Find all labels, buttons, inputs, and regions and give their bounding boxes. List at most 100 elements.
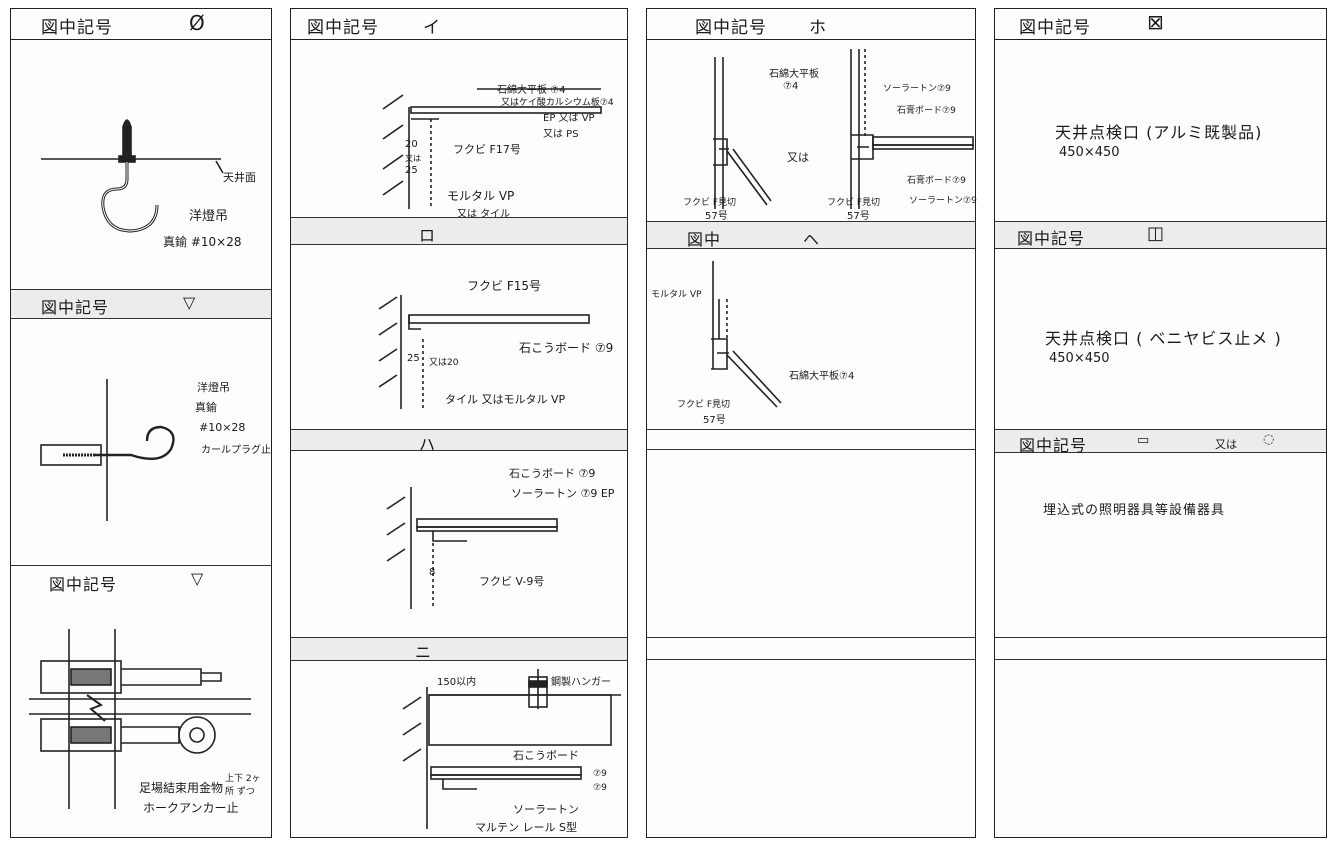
detail-ni-drawing [402, 669, 621, 829]
detail-ro-b: 石こうボード ⑦9 [519, 341, 614, 355]
detail-ho-f: ソーラートン⑦9 [883, 84, 951, 94]
col2-header-ro: ロ [291, 217, 627, 245]
detail-ho-j: 石膏ボード⑦9 [907, 176, 966, 186]
detail-ro-drawing [378, 295, 590, 409]
col1-header-2-symbol: ▽ [183, 293, 197, 312]
col4-header-2: 図中記号 ◫ [995, 221, 1326, 249]
col2-header-ro-title: ロ [419, 226, 437, 245]
detail-ho-d: フクビ F見切 [683, 198, 737, 208]
col3-sep-2 [647, 449, 975, 450]
col4-sep-1 [995, 637, 1326, 638]
anchor-drawing [29, 629, 251, 809]
col1-header-3-label: 図中記号 [49, 575, 118, 594]
detail-i-dim3: 25 [405, 165, 418, 176]
col2-header-1-label: 図中記号 [307, 18, 379, 38]
detail-ho-a: 石綿大平板 [769, 69, 819, 80]
detail-i-dim1: 20 [405, 139, 418, 150]
detail-ro-c: タイル 又はモルタル VP [445, 393, 566, 406]
detail-ho-b: ⑦4 [783, 81, 799, 92]
col3-header-2-label: 図中 [687, 230, 722, 249]
column-1: 図中記号 Ø 天井面 洋燈吊 真鍮 #10×28 図中記号 ▽ 洋燈吊 真鍮 #… [10, 8, 272, 838]
detail-i-f: モルタル VP [447, 189, 515, 203]
col2-header-ni-title: ニ [415, 643, 433, 662]
detail-ha-dim: 8 [429, 567, 436, 578]
hatch-aluminum-size: 450×450 [1059, 145, 1120, 160]
col3-header-2: 図中 ヘ [647, 221, 975, 249]
hook2-plug: カールプラグ止 [201, 445, 271, 456]
detail-he-c: フクビ F見切 [677, 400, 731, 410]
col3-header-1: 図中記号 ホ [647, 9, 975, 40]
col4-header-1-symbol: ⊠ [1147, 10, 1165, 34]
col3-header-1-symbol: ホ [809, 18, 827, 38]
recessed-fixture-label: 埋込式の照明器具等設備器具 [1043, 503, 1226, 518]
detail-i-e: フクビ F17号 [453, 143, 521, 156]
hatch-plywood-size: 450×450 [1049, 351, 1110, 366]
detail-he-d: 57号 [703, 415, 726, 426]
hook2-material: 真鍮 [195, 401, 217, 414]
detail-ni-a: 150以内 [437, 677, 477, 688]
col3-sep-4 [647, 659, 975, 660]
detail-ni-b: 鋼製ハンガー [551, 677, 611, 688]
detail-ho-h: フクビ F見切 [827, 198, 881, 208]
detail-ni-c: 石こうボード [513, 749, 579, 762]
detail-i-dim2: 又は [405, 154, 421, 163]
col3-sep-1 [647, 429, 975, 430]
col1-header-3-symbol: ▽ [191, 569, 205, 588]
col4-header-3-symbol2: ◌ [1263, 432, 1275, 447]
hook2-drawing [40, 379, 175, 521]
hatch-ceiling-aluminum: 天井点検口 (アルミ既製品) [1055, 123, 1263, 142]
col4-header-3: 図中記号 ▭ 又は ◌ [995, 429, 1326, 455]
col2-header-1: 図中記号 イ [291, 9, 627, 40]
col1-header-2-label: 図中記号 [41, 298, 110, 317]
detail-ho-c: 又は [787, 151, 809, 164]
detail-i-d: 又は PS [543, 129, 579, 140]
detail-ro-dim: 25 [407, 353, 420, 364]
col4-sep-2 [995, 659, 1326, 660]
detail-ni-e: マルテン レール S型 [475, 821, 577, 834]
col2-header-ha: ハ [291, 429, 627, 454]
detail-ni-g: ⑦9 [593, 783, 607, 793]
hook1-ceiling-label: 天井面 [223, 171, 256, 184]
detail-ho-drawing [713, 49, 974, 209]
col1-header-3-line [11, 565, 271, 566]
col2-header-ha-title: ハ [419, 435, 437, 454]
detail-i-a: 石綿大平板 ⑦4 [497, 85, 566, 96]
col2-header-1-symbol: イ [423, 18, 441, 38]
col4-header-3-label: 図中記号 [1019, 436, 1088, 455]
detail-ha-c: フクビ V-9号 [479, 575, 545, 588]
anchor-line2: ホークアンカー止 [143, 801, 239, 815]
anchor-note: 上下 2ヶ所 ずつ [225, 774, 261, 797]
col1-header-1-symbol: Ø [189, 11, 206, 35]
detail-ro-dim2: 又は20 [429, 358, 459, 368]
col3-sep-3 [647, 637, 975, 638]
detail-ha-b: ソーラートン ⑦9 EP [511, 487, 615, 500]
detail-he-drawing [711, 261, 782, 408]
detail-he-b: 石綿大平板⑦4 [789, 371, 855, 382]
col4-header-2-symbol: ◫ [1147, 223, 1166, 244]
hook2-size: #10×28 [199, 421, 246, 434]
detail-i-c: EP 又は VP [543, 113, 595, 124]
detail-ho-e: 57号 [705, 211, 728, 222]
detail-i-b: 又はケイ酸カルシウム板⑦4 [501, 98, 614, 108]
hook1-drawing [41, 119, 224, 233]
col4-header-3-symbol: ▭ [1137, 433, 1150, 448]
col2-header-ni: ニ [291, 637, 627, 662]
detail-ho-i: 57号 [847, 211, 870, 222]
col4-header-3-or: 又は [1215, 438, 1237, 451]
col1-header-1-label: 図中記号 [41, 18, 113, 38]
detail-ni-f: ⑦9 [593, 769, 607, 779]
column-4: 図中記号 ⊠ 天井点検口 (アルミ既製品) 450×450 図中記号 ◫ 天井点… [994, 8, 1327, 838]
detail-i-drawing [382, 88, 602, 209]
hatch-ceiling-plywood: 天井点検口 ( ベニヤビス止メ ) [1045, 329, 1282, 348]
col3-header-1-label: 図中記号 [695, 18, 767, 38]
col4-header-1: 図中記号 ⊠ [995, 9, 1326, 40]
col1-header-2: 図中記号 ▽ [11, 289, 271, 319]
detail-ho-k: ソーラートン⑦9 [909, 196, 977, 206]
detail-ni-d: ソーラートン [513, 803, 579, 816]
col1-header-1: 図中記号 Ø [11, 9, 271, 40]
detail-ho-g: 石膏ボード⑦9 [897, 106, 956, 116]
col3-header-2-symbol: ヘ [803, 230, 821, 249]
column-3: 図中記号 ホ 石綿大平板 ⑦4 又は フクビ F見切 57号 ソーラートン⑦9 … [646, 8, 977, 838]
hook1-name: 洋燈吊 [189, 209, 229, 224]
col4-header-2-label: 図中記号 [1017, 229, 1086, 248]
